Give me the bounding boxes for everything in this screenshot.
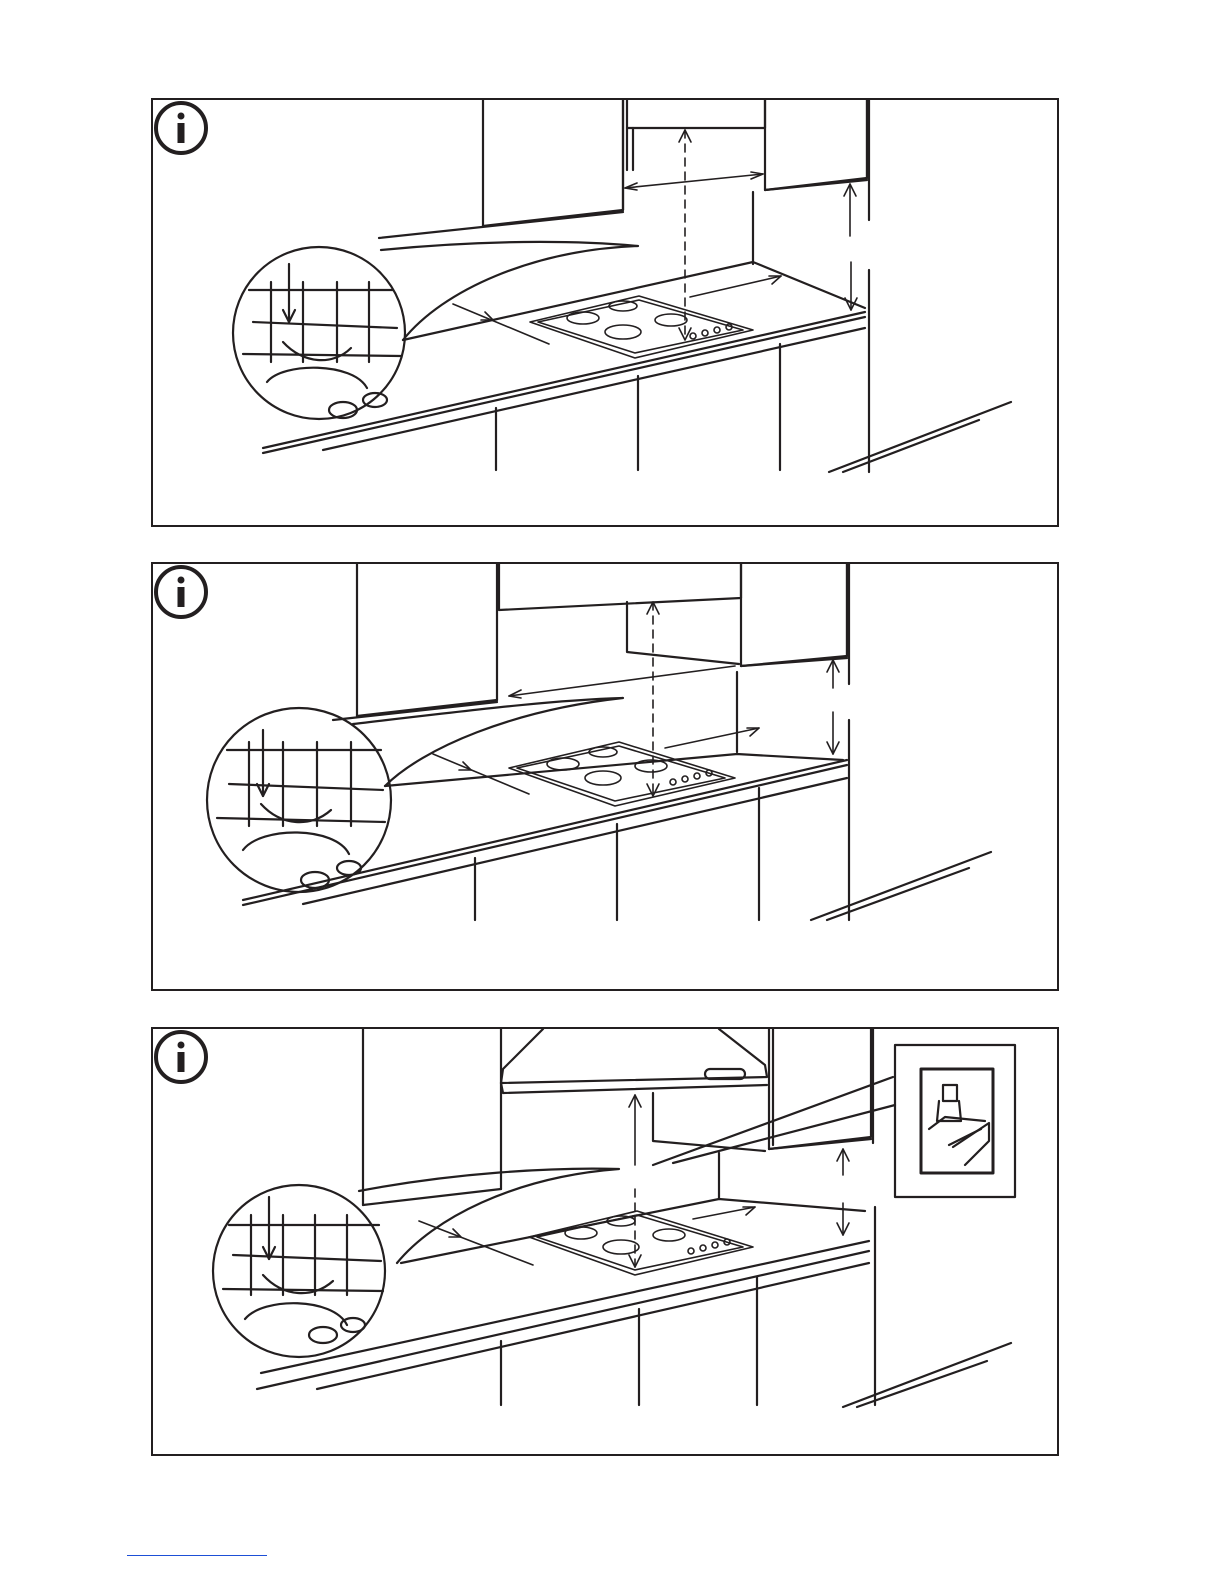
diagram-panel-2 bbox=[151, 562, 1059, 991]
gas-hob bbox=[529, 1211, 753, 1275]
info-icon bbox=[153, 100, 209, 156]
kitchen-cabinet-diagram bbox=[153, 564, 1059, 991]
footer-link-underline[interactable] bbox=[127, 1555, 267, 1556]
magnifier-inset bbox=[213, 1169, 619, 1357]
dimension-arrows bbox=[419, 1095, 849, 1267]
kitchen-cabinet-diagram bbox=[153, 100, 1059, 527]
chimney-hood bbox=[501, 1029, 767, 1151]
bracket-detail-icon bbox=[895, 1045, 1015, 1197]
diagram-panel-3 bbox=[151, 1027, 1059, 1456]
diagram-panel-1 bbox=[151, 98, 1059, 527]
upper-cabinets bbox=[333, 564, 847, 720]
dimension-arrows bbox=[453, 130, 857, 344]
kitchen-hood-diagram bbox=[153, 1029, 1059, 1456]
gas-hob bbox=[509, 742, 735, 806]
magnifier-inset bbox=[207, 698, 623, 892]
info-icon bbox=[153, 564, 209, 620]
worktop bbox=[263, 262, 1011, 472]
worktop bbox=[243, 754, 991, 920]
info-icon bbox=[153, 1029, 209, 1085]
upper-cabinets bbox=[379, 100, 867, 238]
worktop bbox=[257, 1199, 1011, 1407]
